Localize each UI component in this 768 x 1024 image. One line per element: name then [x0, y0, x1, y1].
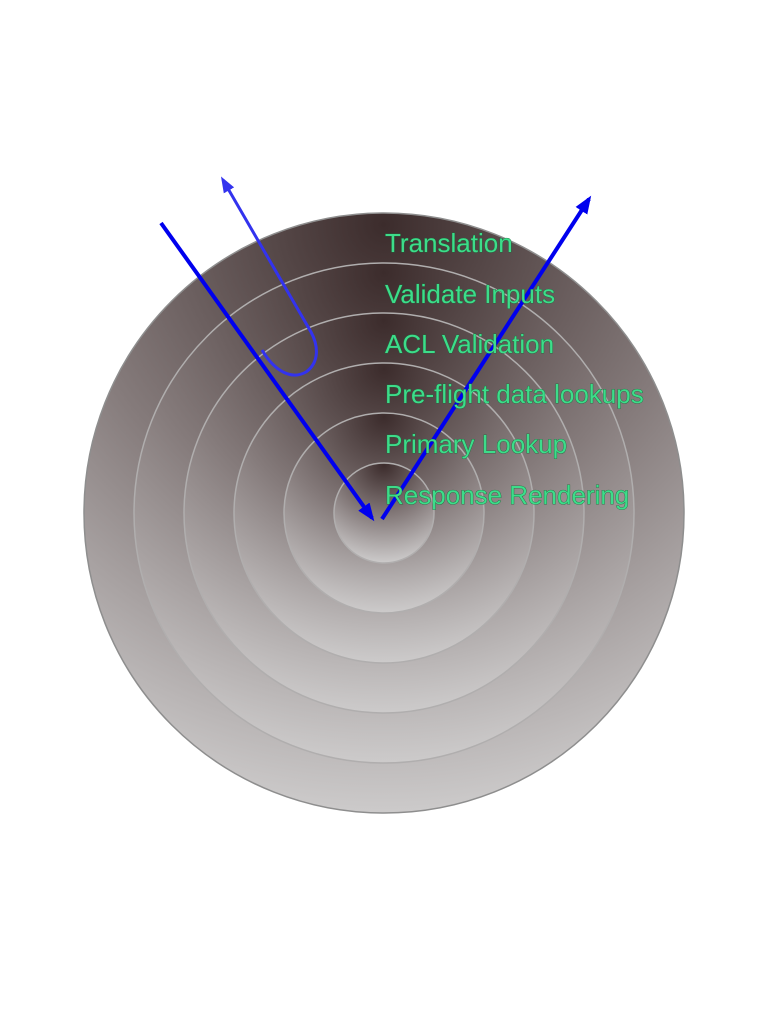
arrows	[159, 176, 592, 522]
return-arrow	[220, 176, 318, 377]
request-arrow	[159, 221, 375, 522]
label-validate-inputs: Validate Inputs	[385, 279, 555, 309]
label-translation: Translation	[385, 228, 513, 258]
label-primary-lookup: Primary Lookup	[385, 429, 567, 459]
label-response-rendering: Response Rendering	[385, 480, 629, 510]
label-preflight-lookups: Pre-flight data lookups	[385, 379, 644, 409]
layer-labels: Translation Validate Inputs ACL Validati…	[385, 228, 645, 511]
response-arrow	[380, 195, 592, 521]
label-acl-validation: ACL Validation	[385, 329, 554, 359]
